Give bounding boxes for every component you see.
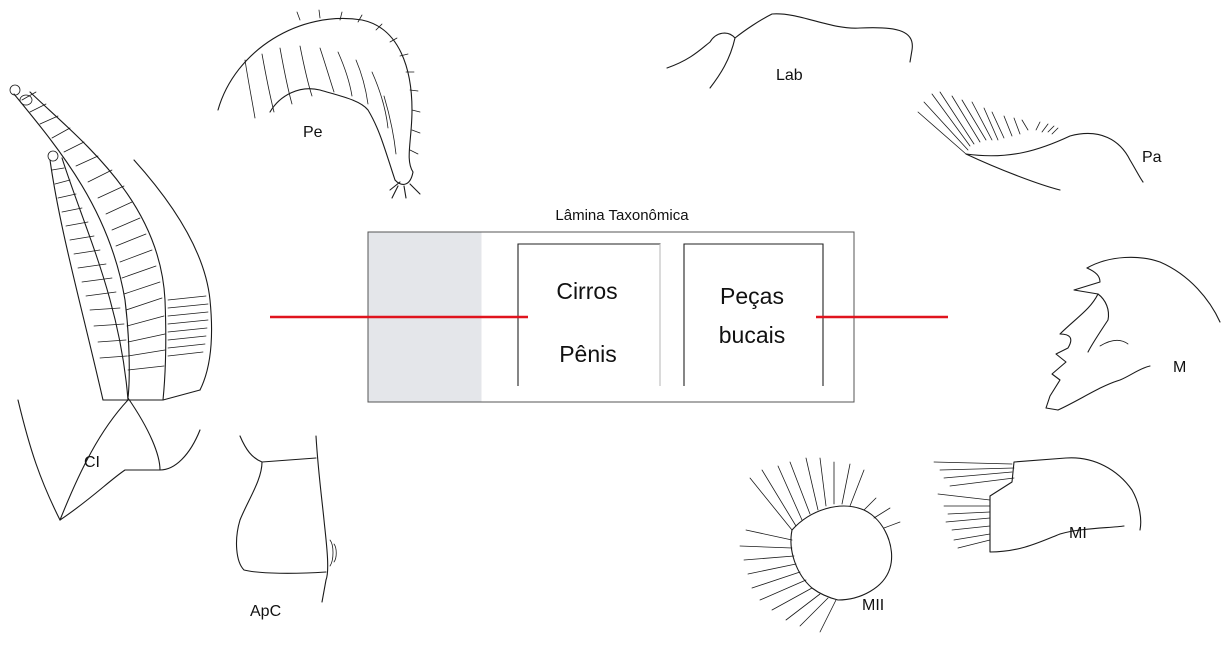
label-pa: Pa [1142, 149, 1162, 166]
panel-penis-label: Pênis [559, 341, 617, 367]
cirrus-drawing: CI [10, 85, 212, 520]
panel-bucais-label: bucais [719, 322, 785, 348]
plate-title: Lâmina Taxonômica [555, 207, 689, 224]
caudal-appendage-drawing: ApC [237, 436, 337, 620]
label-mii: MII [862, 597, 884, 614]
label-m: M [1173, 359, 1186, 376]
label-lab: Lab [776, 67, 803, 84]
central-plate: Lâmina Taxonômica Cirros Pênis Peças buc… [270, 207, 948, 402]
label-ci: CI [84, 454, 100, 471]
panel-cirros-label: Cirros [556, 278, 617, 304]
panel-pecas-label: Peças [720, 283, 784, 309]
maxilla-i-drawing: MI [934, 458, 1141, 552]
palp-drawing: Pa [918, 92, 1162, 190]
label-apc: ApC [250, 603, 281, 620]
labrum-drawing: Lab [667, 14, 912, 88]
label-pe: Pe [303, 124, 323, 141]
maxilla-ii-drawing: MII [740, 458, 900, 632]
mandible-drawing: M [1046, 257, 1220, 410]
penis-drawing: Pe [218, 10, 420, 198]
label-mi: MI [1069, 525, 1087, 542]
